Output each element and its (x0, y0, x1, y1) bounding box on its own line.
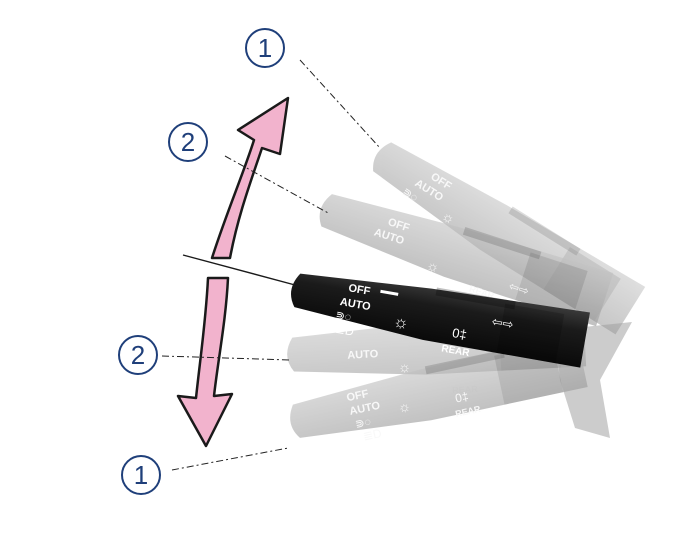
turn-signal-icon: ⇦⇨ (507, 279, 530, 299)
callout-down-bottom: 1 (121, 455, 161, 495)
lever-active: OFF AUTO ⋑◌ ≣D ☼ 0‡ REAR ⇦⇨ (286, 260, 590, 368)
neutral-reference-line (182, 254, 296, 286)
parking-light-icon: ⋑◌ (335, 309, 353, 324)
headlight-icon: ≣D (362, 426, 384, 444)
off-label: OFF (347, 282, 371, 298)
ghost-auto-label: AUTO (347, 348, 379, 362)
callout-up-mid: 2 (168, 122, 208, 162)
arrow-up-icon (210, 96, 290, 260)
turn-signal-icon: ⇦⇨ (491, 314, 515, 333)
headlight-icon: ≣D (334, 322, 355, 339)
low-beam-icon: ☼ (425, 256, 442, 275)
lever-ghost-upper: OFF AUTO ☼ REAR ⇦⇨ (312, 180, 614, 327)
arrow-down-icon (176, 276, 234, 448)
lever-ghost-top: OFF AUTO ⋑◌ ☼ (362, 129, 646, 335)
callout-leaders (161, 59, 381, 471)
low-beam-icon: ☼ (398, 358, 412, 375)
rear-label: REAR (440, 343, 471, 359)
callout-number: 2 (181, 127, 195, 157)
callout-number: 1 (134, 460, 148, 490)
parking-light-icon: ⋑◌ (354, 416, 372, 431)
ghost-off-label: OFF (346, 388, 370, 404)
low-beam-icon: ☼ (392, 312, 411, 333)
auto-label: AUTO (339, 296, 372, 313)
fog-light-icon: 0‡ (451, 325, 468, 342)
callout-up-top: 1 (245, 28, 285, 68)
low-beam-icon: ☼ (396, 397, 412, 415)
callout-number: 1 (258, 33, 272, 63)
fog-light-icon: 0‡ (454, 389, 470, 405)
off-marker (380, 289, 399, 296)
callout-down-mid: 2 (118, 335, 158, 375)
lever-ghost-bottom: OFF AUTO ⋑◌ ≣D ☼ 0‡ REAR (284, 332, 588, 449)
callout-number: 2 (131, 340, 145, 370)
